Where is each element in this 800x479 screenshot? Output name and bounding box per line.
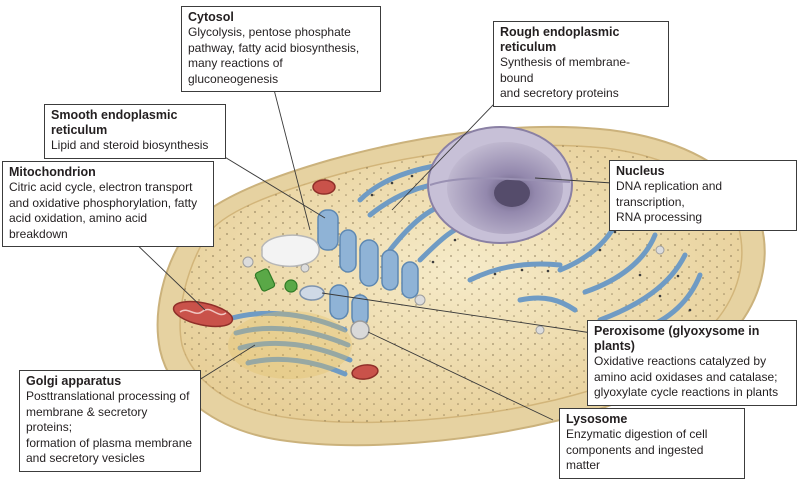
callout-smooth-er-description: Lipid and steroid biosynthesis xyxy=(51,138,209,152)
vacuole xyxy=(261,234,320,267)
callout-rough-er-title: Rough endoplasmic reticulum xyxy=(500,25,620,54)
callout-smooth-er: Smooth endoplasmic reticulum Lipid and s… xyxy=(44,104,226,159)
vesicles xyxy=(242,245,665,335)
golgi-lumen xyxy=(228,311,352,379)
callout-peroxisome-title: Peroxisome (glyoxysome in plants) xyxy=(594,324,760,353)
callout-mitochondrion: Mitochondrion Citric acid cycle, electro… xyxy=(2,161,214,247)
callout-lysosome: Lysosome Enzymatic digestion of cell com… xyxy=(559,408,745,479)
callout-lysosome-description: Enzymatic digestion of cell components a… xyxy=(566,427,708,472)
callout-cytosol: Cytosol Glycolysis, pentose phosphate pa… xyxy=(181,6,381,92)
lysosome-body xyxy=(350,320,370,340)
callout-nucleus-title: Nucleus xyxy=(616,164,665,178)
peroxisome-body xyxy=(299,285,325,301)
callout-peroxisome: Peroxisome (glyoxysome in plants) Oxidat… xyxy=(587,320,797,406)
callout-mitochondrion-description: Citric acid cycle, electron transport an… xyxy=(9,180,198,241)
callout-peroxisome-description: Oxidative reactions catalyzed by amino a… xyxy=(594,354,779,399)
callout-nucleus-description: DNA replication and transcription, RNA p… xyxy=(616,179,723,224)
golgi-stack xyxy=(229,310,353,377)
callout-cytosol-title: Cytosol xyxy=(188,10,234,24)
smooth-er xyxy=(317,209,419,326)
green-organelles xyxy=(254,268,298,293)
callout-cytosol-description: Glycolysis, pentose phosphate pathway, f… xyxy=(188,25,360,86)
callout-golgi: Golgi apparatus Posttranslational proces… xyxy=(19,370,201,472)
rough-er-ribosomes xyxy=(370,174,692,312)
callout-smooth-er-title: Smooth endoplasmic reticulum xyxy=(51,108,178,137)
callout-mitochondrion-title: Mitochondrion xyxy=(9,165,96,179)
callout-nucleus: Nucleus DNA replication and transcriptio… xyxy=(609,160,797,231)
callout-lysosome-title: Lysosome xyxy=(566,412,628,426)
callout-golgi-description: Posttranslational processing of membrane… xyxy=(26,389,193,465)
nucleus-organelle xyxy=(427,126,573,244)
callout-golgi-title: Golgi apparatus xyxy=(26,374,122,388)
callout-rough-er: Rough endoplasmic reticulum Synthesis of… xyxy=(493,21,669,107)
mitochondrion-cristae xyxy=(179,308,227,316)
callout-rough-er-description: Synthesis of membrane-bound and secretor… xyxy=(500,55,631,100)
